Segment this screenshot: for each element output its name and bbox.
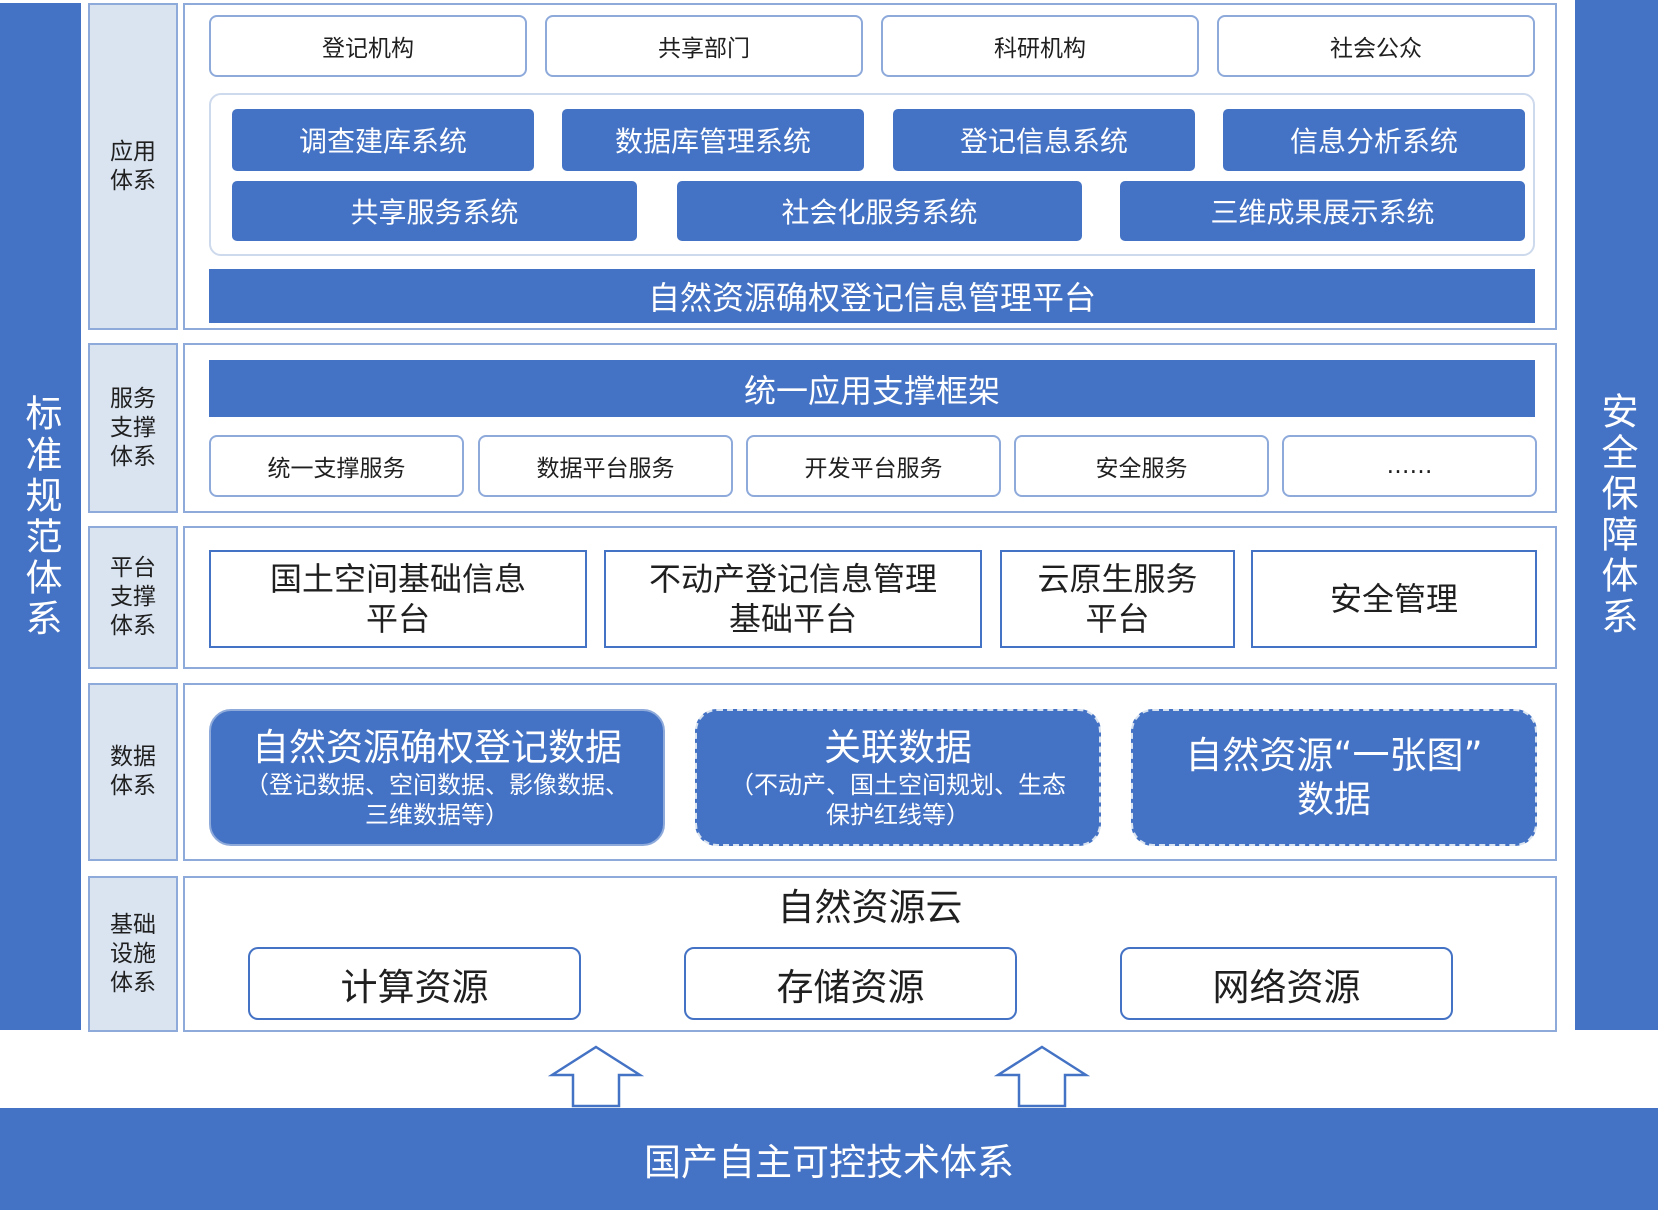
system-box: 社会化服务系统 xyxy=(677,181,1082,241)
system-box: 调查建库系统 xyxy=(232,109,534,171)
resource-box-storage: 存储资源 xyxy=(684,947,1017,1020)
system-box: 共享服务系统 xyxy=(232,181,637,241)
standards-pillar-label: 标准规范体系 xyxy=(19,393,62,640)
natural-resources-cloud-title: 自然资源云 xyxy=(777,886,963,929)
support-framework-banner: 统一应用支撑框架 xyxy=(209,360,1535,417)
service-box: 安全服务 xyxy=(1014,435,1269,497)
platform-box: 云原生服务 平台 xyxy=(1000,550,1235,648)
up-arrow-icon xyxy=(994,1045,1090,1108)
system-box: 信息分析系统 xyxy=(1223,109,1525,171)
standards-pillar: 标准规范体系 xyxy=(0,3,81,1030)
service-box: 开发平台服务 xyxy=(746,435,1001,497)
service-box: 数据平台服务 xyxy=(478,435,733,497)
data-box-registration: 自然资源确权登记数据 （登记数据、空间数据、影像数据、 三维数据等） xyxy=(209,709,665,846)
resource-box-network: 网络资源 xyxy=(1120,947,1453,1020)
platform-layer-label: 平台支撑体系 xyxy=(88,526,178,669)
data-box-related: 关联数据 （不动产、国土空间规划、生态 保护红线等） xyxy=(695,709,1101,846)
platform-box: 不动产登记信息管理 基础平台 xyxy=(604,550,982,648)
infrastructure-layer-label: 基础设施体系 xyxy=(88,876,178,1032)
management-platform-banner: 自然资源确权登记信息管理平台 xyxy=(209,269,1535,323)
service-box: 统一支撑服务 xyxy=(209,435,464,497)
user-box: 登记机构 xyxy=(209,15,527,77)
user-box: 科研机构 xyxy=(881,15,1199,77)
application-layer-label: 应用体系 xyxy=(88,3,178,330)
service-layer-label: 服务支撑体系 xyxy=(88,343,178,513)
system-box: 登记信息系统 xyxy=(893,109,1195,171)
security-pillar-label: 安全保障体系 xyxy=(1595,392,1638,638)
user-box: 社会公众 xyxy=(1217,15,1535,77)
data-layer-label: 数据体系 xyxy=(88,683,178,861)
platform-box: 安全管理 xyxy=(1251,550,1537,648)
resource-box-compute: 计算资源 xyxy=(248,947,581,1020)
service-box-more: …… xyxy=(1282,435,1537,497)
up-arrow-icon xyxy=(548,1045,644,1108)
domestic-tech-system-bar: 国产自主可控技术体系 xyxy=(0,1108,1658,1210)
data-box-one-map: 自然资源“一张图” 数据 xyxy=(1131,709,1537,846)
platform-box: 国土空间基础信息 平台 xyxy=(209,550,587,648)
system-box: 三维成果展示系统 xyxy=(1120,181,1525,241)
user-box: 共享部门 xyxy=(545,15,863,77)
system-box: 数据库管理系统 xyxy=(562,109,864,171)
security-pillar: 安全保障体系 xyxy=(1575,0,1658,1030)
